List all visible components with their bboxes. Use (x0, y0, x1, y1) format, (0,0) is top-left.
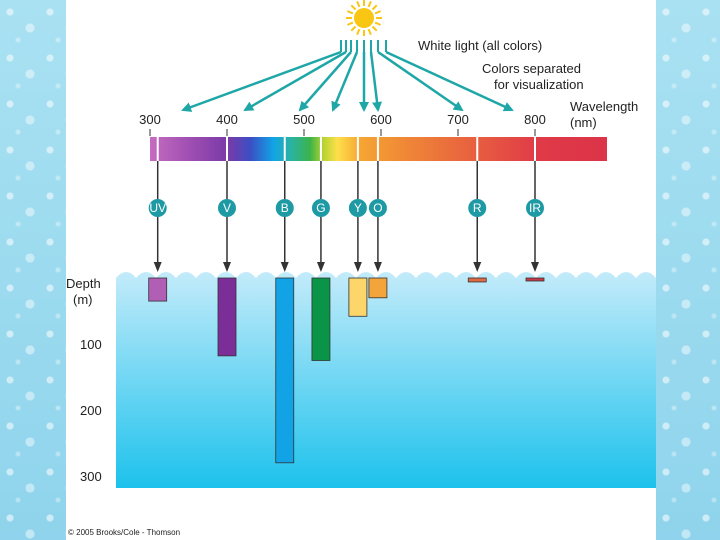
color-arrows (153, 161, 539, 272)
color-circle-label: UV (149, 201, 166, 215)
sun-ray (374, 10, 382, 15)
penetration-bar-ir (525, 277, 545, 282)
sun-ray (367, 0, 372, 8)
penetration-bar-r (467, 277, 487, 283)
sun-ray (371, 25, 378, 32)
penetration-bars (148, 277, 545, 464)
copyright-notice: © 2005 Brooks/Cole - Thomson (68, 528, 181, 537)
color-circle-uv (148, 199, 167, 217)
light-ray-arrow (298, 51, 352, 112)
wavelength-tick-label: 600 (370, 112, 392, 127)
wavelength-tick-label: 500 (293, 112, 315, 127)
color-circle-label: IR (529, 201, 541, 215)
penetration-bar-y (348, 277, 368, 317)
depth-tick-label: 200 (80, 403, 102, 418)
wavelength-tick-label: 300 (139, 112, 161, 127)
penetration-bar-o (368, 277, 388, 299)
light-ray-arrow (385, 50, 514, 112)
light-ray-arrow (369, 51, 383, 112)
penetration-bar-uv (148, 277, 168, 302)
color-circle-label: O (373, 201, 382, 215)
depth-axis-label: Depth (66, 276, 101, 291)
light-ray-arrow (331, 51, 359, 112)
penetration-bar-v (217, 277, 237, 357)
sun-icon (346, 0, 382, 36)
light-ray-arrow (243, 50, 347, 112)
color-circle-label: G (316, 201, 325, 215)
right-water-border (656, 0, 720, 540)
sun-ray (374, 21, 382, 26)
color-circle-label: B (281, 201, 289, 215)
penetration-bar-g (311, 277, 331, 361)
color-circle-y (348, 199, 367, 217)
wavelength-axis-label: Wavelength (570, 99, 638, 114)
color-circle-ir (526, 199, 544, 217)
color-circle-label: R (473, 201, 482, 215)
sun-ray (367, 28, 372, 36)
color-circle-o (368, 199, 387, 217)
depth-unit-label: (m) (73, 292, 93, 307)
wavelength-tick-label: 400 (216, 112, 238, 127)
wavelength-unit-label: (nm) (570, 115, 597, 130)
sun-ray (371, 4, 378, 11)
color-circle-b (275, 199, 294, 217)
sun-ray (356, 0, 361, 8)
color-circle-g (311, 199, 330, 217)
depth-ticks: 100 200 300 (80, 337, 102, 484)
spectrum-wavelength-marks (156, 137, 536, 161)
wavelength-tick-label: 800 (524, 112, 546, 127)
colors-separated-caption: Colors separated (482, 61, 581, 76)
color-circle-label: Y (354, 201, 362, 215)
color-circle-label: V (223, 201, 231, 215)
wavelength-tick-label: 700 (447, 112, 469, 127)
sun-disk (354, 8, 374, 28)
color-circle-r (468, 199, 487, 217)
sun-ray (346, 21, 354, 26)
light-ray-arrows (181, 40, 514, 112)
water-body (116, 272, 656, 488)
sun-ray (346, 10, 354, 15)
white-light-caption: White light (all colors) (418, 38, 542, 53)
color-circle-v (218, 199, 236, 217)
sun-ray (356, 28, 361, 36)
light-ray-arrow (181, 50, 342, 112)
visualization-caption: for visualization (494, 77, 584, 92)
penetration-bar-b (275, 277, 295, 464)
depth-tick-label: 100 (80, 337, 102, 352)
depth-tick-label: 300 (80, 469, 102, 484)
light-ray-arrow (377, 50, 464, 112)
sun-ray (350, 25, 357, 32)
left-water-border (0, 0, 66, 540)
sun-ray (350, 4, 357, 11)
wavelength-ticks: 300 400 500 600 700 800 (139, 112, 546, 136)
